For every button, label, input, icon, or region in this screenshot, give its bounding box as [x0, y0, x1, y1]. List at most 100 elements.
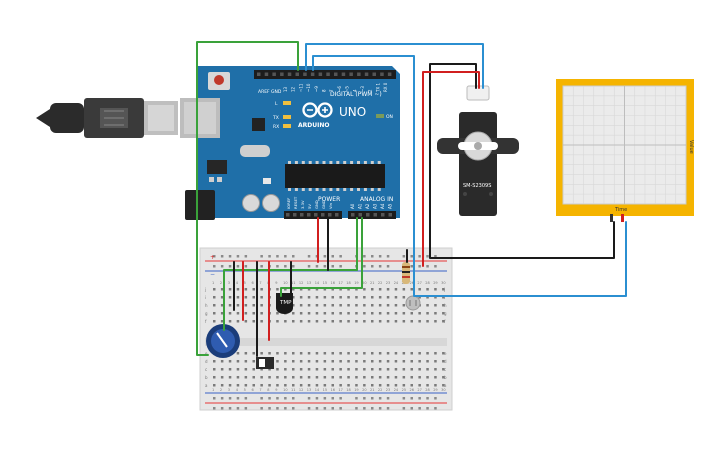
model-label: UNO	[339, 105, 366, 119]
column-number: 26	[410, 388, 414, 392]
pin-label: ~9	[314, 86, 319, 92]
pin-label: ~11	[298, 83, 303, 92]
rail-plus-top: +	[210, 254, 215, 261]
pin-label: IOREF	[286, 198, 291, 209]
column-number: 10	[283, 281, 287, 285]
row-letter: g	[444, 311, 447, 316]
column-number: 20	[362, 388, 366, 392]
servo-motor[interactable]: SM-S2309S	[437, 85, 519, 216]
serial-plotter[interactable]: Time Value	[556, 79, 694, 222]
digital-header[interactable]	[254, 70, 396, 79]
column-number: 6	[252, 388, 254, 392]
arduino-logo	[302, 102, 333, 118]
temp-sensor-label: TMP	[279, 300, 292, 306]
column-number: 5	[244, 388, 246, 392]
column-number: 1	[212, 281, 214, 285]
capacitor-2	[262, 194, 280, 212]
pin-label: 8	[322, 89, 327, 92]
microcontroller-chip	[285, 164, 385, 188]
column-number: 19	[354, 388, 358, 392]
pin-label: 13	[283, 86, 288, 92]
column-number: 13	[307, 388, 311, 392]
row-letter: i	[444, 295, 445, 300]
row-letter: g	[205, 311, 208, 316]
pin-label: 7	[329, 89, 334, 92]
column-number: 26	[410, 281, 414, 285]
servo-label: SM-S2309S	[463, 183, 491, 189]
temperature-sensor[interactable]: TMP	[276, 293, 293, 314]
column-number: 28	[425, 281, 429, 285]
row-letter: f	[444, 319, 446, 324]
column-number: 22	[378, 388, 382, 392]
column-number: 10	[283, 388, 287, 392]
column-number: 4	[236, 388, 239, 392]
led-rx	[283, 124, 291, 128]
column-number: 27	[417, 388, 421, 392]
svg-text:ON: ON	[386, 114, 393, 120]
gnd-label: GND	[271, 89, 282, 95]
pin-label: GND	[314, 200, 319, 209]
column-number: 29	[433, 281, 437, 285]
column-number: 9	[275, 281, 277, 285]
power-header[interactable]	[284, 211, 342, 219]
column-number: 4	[236, 281, 239, 285]
pin-label: A3	[373, 203, 378, 209]
column-number: 9	[275, 388, 277, 392]
column-number: 17	[338, 281, 342, 285]
wire-black-servo	[429, 63, 615, 259]
slide-switch[interactable]	[256, 357, 274, 369]
column-number: 11	[291, 388, 295, 392]
wire-red-servo	[422, 71, 480, 267]
servo-connector	[466, 85, 490, 101]
pin-label: 12	[291, 86, 296, 92]
column-number: 16	[331, 388, 335, 392]
column-number: 14	[315, 388, 320, 392]
row-letter: j	[204, 287, 206, 292]
column-number: 14	[315, 281, 320, 285]
pin-label: 2	[368, 89, 373, 92]
wire-green-loop	[196, 41, 299, 356]
row-letter: f	[205, 319, 207, 324]
brand-label: ARDUINO	[298, 122, 329, 129]
column-number: 30	[441, 388, 445, 392]
pin-label: A4	[380, 203, 385, 209]
column-number: 2	[220, 281, 222, 285]
usb-cable[interactable]	[36, 98, 178, 138]
row-letter: b	[444, 375, 447, 380]
row-letter: d	[444, 359, 447, 364]
pin-label: TX 1	[375, 83, 380, 93]
regulator	[207, 160, 227, 174]
column-number: 30	[441, 281, 445, 285]
column-number: 22	[378, 281, 382, 285]
column-number: 11	[291, 281, 295, 285]
led-on	[376, 114, 384, 118]
row-letter: e	[444, 351, 447, 356]
column-number: 12	[299, 281, 303, 285]
column-number: 2	[220, 388, 222, 392]
column-number: 19	[354, 281, 358, 285]
column-number: 28	[425, 388, 429, 392]
column-number: 7	[259, 388, 261, 392]
pin-label: RX 0	[383, 82, 388, 92]
capacitor-1	[242, 194, 260, 212]
column-number: 29	[433, 388, 437, 392]
row-letter: b	[205, 375, 208, 380]
analog-header[interactable]	[348, 211, 396, 219]
wire-green-a1	[280, 217, 363, 297]
row-letter: d	[205, 359, 208, 364]
column-number: 17	[338, 388, 342, 392]
row-letter: h	[444, 303, 447, 308]
column-number: 7	[259, 281, 261, 285]
potentiometer[interactable]	[206, 324, 240, 358]
pin-label: A2	[365, 203, 370, 209]
column-number: 15	[323, 281, 327, 285]
